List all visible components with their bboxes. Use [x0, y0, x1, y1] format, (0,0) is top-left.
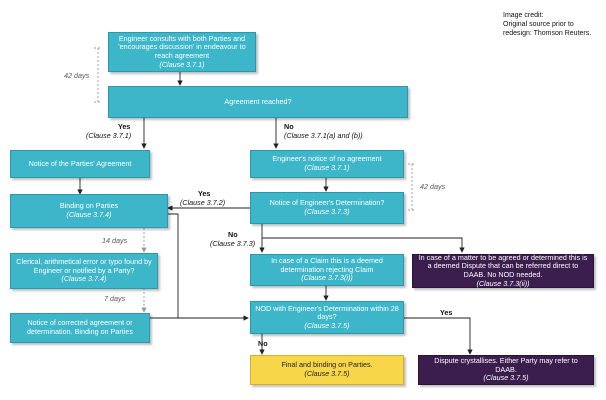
node-corrected-determination: Notice of corrected agreement or determi…: [10, 313, 150, 343]
node-nod-within-28-days: NOD with Engineer's Determination within…: [250, 301, 404, 334]
label-no-agreement-clause: (Clause 3.7.1(a) and (b)): [284, 131, 363, 140]
label-yes-nod: Yes: [440, 308, 453, 317]
image-credit: Image credit: Original source prior to r…: [503, 12, 603, 38]
label-yes-agreement-clause: (Clause 3.7.1): [86, 131, 132, 140]
duration-42-days-right: 42 days: [420, 182, 446, 191]
node-notice-of-agreement: Notice of the Parties' Agreement: [10, 150, 150, 178]
node-binding-on-parties: Binding on Parties (Clause 3.7.4): [10, 194, 168, 228]
label-yes-determination: Yes: [198, 189, 211, 198]
label-no-nod: No: [258, 339, 268, 348]
arrow-binding-bracket-to-nod: [168, 213, 179, 318]
node-deemed-dispute: In case of a matter to be agreed or dete…: [412, 253, 594, 288]
arrow-determination-no-to-dispute: [262, 237, 465, 253]
arrow-nod-yes: [404, 317, 473, 355]
label-yes-determination-clause: (Clause 3.7.2): [180, 198, 226, 207]
node-engineer-consults: Engineer consults with both Parties and …: [108, 32, 256, 72]
image-credit-title: Image credit:: [503, 12, 544, 19]
label-no-determination-clause: (Clause 3.7.3): [210, 239, 256, 248]
duration-14-days: 14 days: [102, 236, 128, 245]
image-credit-source: Original source prior to redesign: Thoms…: [503, 20, 592, 37]
node-clerical-error: Clerical, arithmetical error or typo fou…: [10, 253, 158, 289]
label-no-agreement: No: [284, 122, 294, 131]
node-dispute-crystallises: Dispute crystallises. Either Party may r…: [418, 355, 594, 385]
node-notice-of-no-agreement: Engineer's notice of no agreement (Claus…: [250, 150, 404, 178]
label-yes-agreement: Yes: [118, 122, 131, 131]
label-no-determination: No: [228, 230, 238, 239]
node-agreement-reached: Agreement reached?: [108, 86, 408, 118]
node-deemed-determination-claim: In case of a Claim this is a deemed dete…: [250, 254, 404, 286]
duration-7-days: 7 days: [104, 294, 126, 303]
duration-42-days-left: 42 days: [64, 71, 90, 80]
node-notice-of-determination: Notice of Engineer's Determination? (Cla…: [250, 192, 404, 224]
node-final-and-binding: Final and binding on Parties. (Clause 3.…: [250, 355, 404, 385]
